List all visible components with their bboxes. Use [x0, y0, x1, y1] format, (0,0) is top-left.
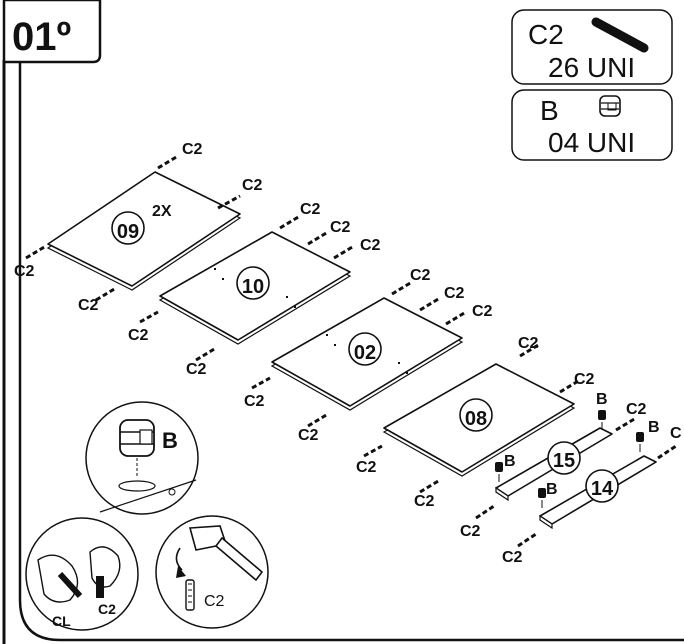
dowel-label: C2 — [186, 361, 207, 378]
panel-08-number: 08 — [465, 408, 487, 430]
panel-09: 09 2X — [25, 154, 242, 302]
dowel-label: C2 — [356, 459, 377, 476]
panel-08: 08 — [363, 342, 581, 494]
fitting-label: B — [546, 481, 558, 498]
dowel-label: C2 — [414, 493, 435, 510]
dowel-label: C2 — [502, 549, 523, 566]
cam-lock-label: B — [162, 428, 178, 453]
panel-10-number: 10 — [242, 276, 264, 298]
rail-14: 14 — [517, 432, 677, 548]
panel-02-number: 02 — [354, 342, 376, 364]
dowel-label: C2 — [626, 401, 647, 418]
edge-label: C — [670, 425, 682, 442]
rail-15: 15 — [475, 410, 637, 520]
dowel-label: C2 — [300, 201, 321, 218]
fitting-label: B — [596, 391, 608, 408]
panel-09-multiplier: 2X — [152, 203, 172, 220]
glue-label: CL — [52, 613, 71, 629]
cam-lock-detail: B — [85, 401, 199, 515]
dowel-label: C2 — [518, 335, 539, 352]
rail-14-number: 14 — [591, 478, 614, 500]
panel-10: 10 — [139, 214, 355, 362]
hammer-detail: C2 — [155, 515, 269, 629]
step-number-box: 01º — [2, 0, 102, 64]
step-frame — [18, 60, 684, 642]
dowel-label: C2 — [242, 177, 263, 194]
cam-lock-icon — [599, 95, 621, 117]
dowel-icon — [591, 17, 649, 53]
dowel-label: C2 — [182, 141, 203, 158]
dowel-label: C2 — [298, 427, 319, 444]
panel-02: 02 — [251, 280, 467, 428]
fitting-label: B — [504, 453, 516, 470]
hammer-dowel-label: C2 — [204, 593, 225, 610]
parts-list: C2 26 UNI B 04 UNI — [511, 9, 673, 161]
dowel-label: C2 — [14, 263, 35, 280]
dowel-label: C2 — [128, 327, 149, 344]
dowel-label: C2 — [444, 285, 465, 302]
dowel-label: C2 — [360, 237, 381, 254]
dowel-label: C2 — [78, 297, 99, 314]
dowel-label: C2 — [330, 219, 351, 236]
dowel-label: C2 — [460, 523, 481, 540]
rail-15-number: 15 — [553, 450, 575, 472]
glue-detail: CL C2 — [25, 517, 139, 631]
part-code-b: B — [540, 95, 559, 126]
step-number: 01º — [12, 15, 71, 59]
dowel-label: C2 — [574, 371, 595, 388]
panel-09-number: 09 — [117, 221, 139, 243]
part-qty-c2: 26 UNI — [548, 52, 635, 83]
dowel-label: C2 — [410, 267, 431, 284]
part-box-b — [511, 89, 673, 161]
part-code-c2: C2 — [528, 19, 564, 50]
part-box-c2 — [511, 9, 673, 85]
fitting-label: B — [648, 419, 660, 436]
dowel-label: C2 — [244, 393, 265, 410]
part-qty-b: 04 UNI — [548, 127, 635, 158]
dowel-label: C2 — [472, 303, 493, 320]
glue-dowel-label: C2 — [98, 601, 116, 617]
